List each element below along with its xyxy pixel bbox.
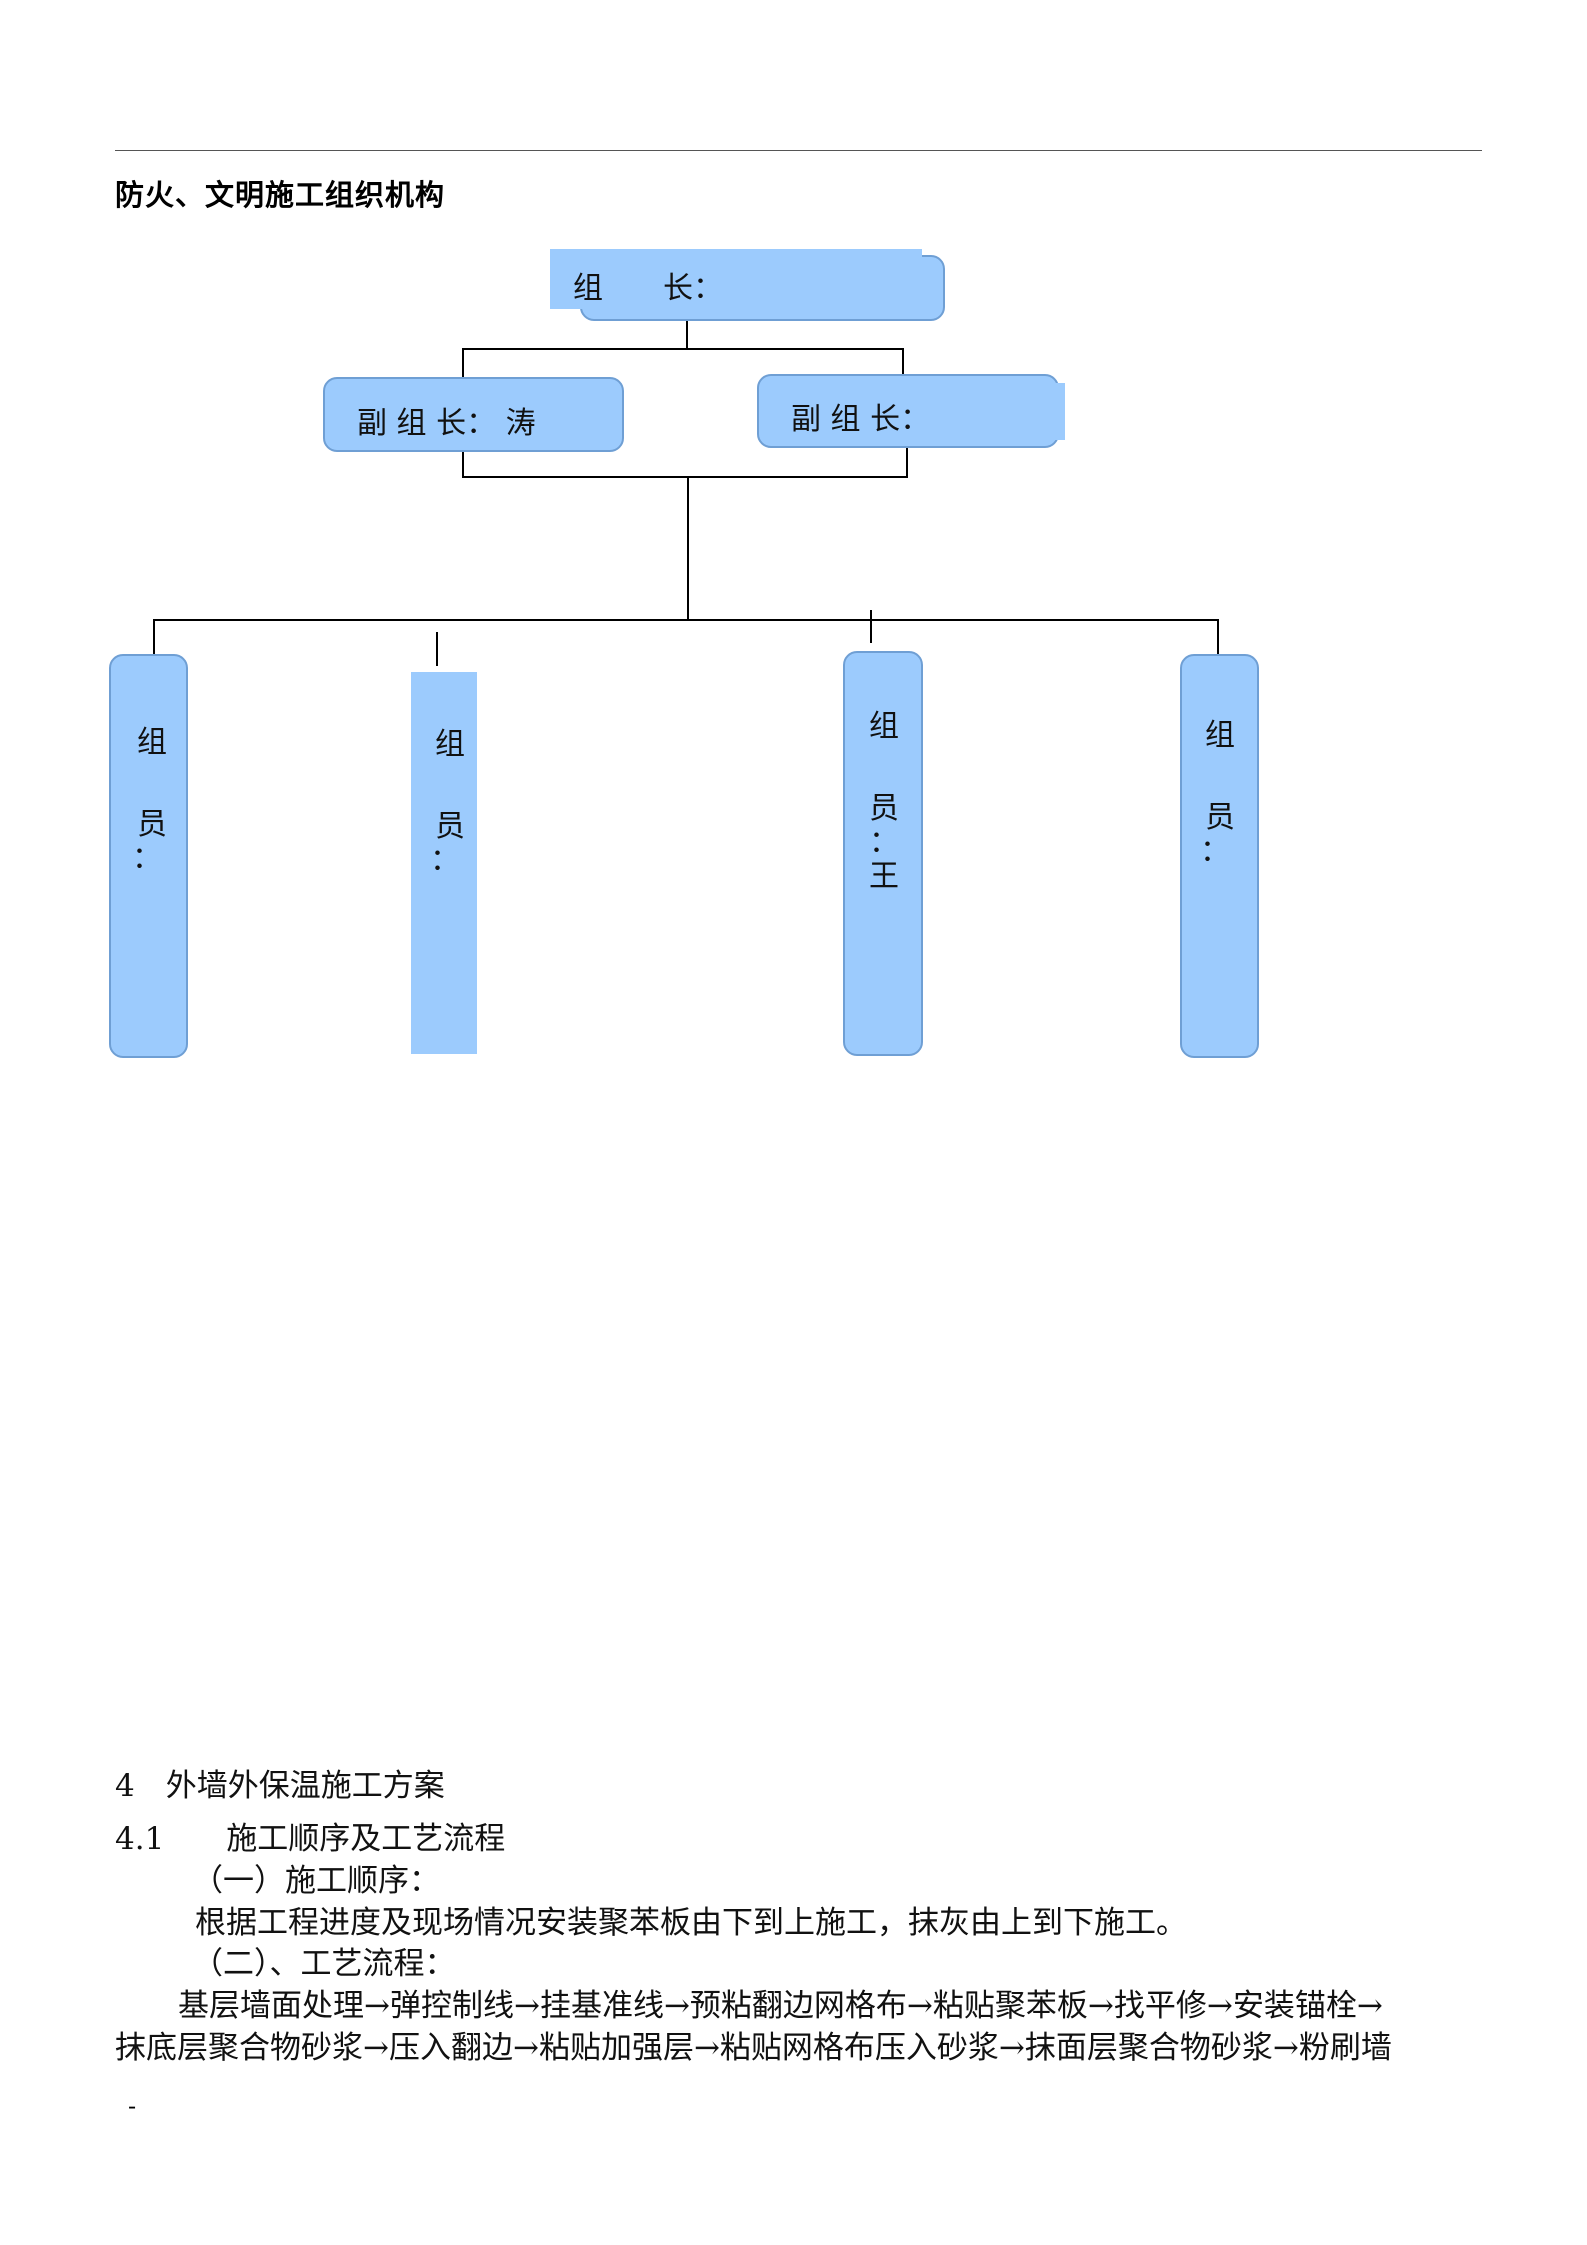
member-box-2 bbox=[411, 672, 477, 1054]
member-label-3: 组 员 ： 王 bbox=[869, 709, 899, 894]
deputy-right-label: 副 组 长： bbox=[791, 402, 931, 437]
header-rule bbox=[115, 150, 1482, 151]
connector-deputy-right-top bbox=[902, 348, 904, 374]
connector-member-bar bbox=[153, 619, 1219, 621]
connector-member-3 bbox=[870, 610, 872, 643]
flow-title: （二）、工艺流程： bbox=[192, 1946, 456, 1982]
deputy-right-box-tab bbox=[1010, 383, 1065, 440]
order-title: （一）施工顺序： bbox=[192, 1863, 440, 1899]
order-text: 根据工程进度及现场情况安装聚苯板由下到上施工，抹灰由上到下施工。 bbox=[195, 1905, 1187, 1941]
deputy-left-box bbox=[323, 377, 624, 452]
leader-label: 组 长： bbox=[573, 271, 723, 306]
connector-deputy-bar-top bbox=[462, 348, 904, 350]
leader-box-tab bbox=[550, 249, 922, 309]
connector-member-1 bbox=[153, 619, 155, 655]
connector-member-2 bbox=[436, 632, 438, 666]
connector-deputy-right-bottom bbox=[906, 448, 908, 477]
connector-leader-stem bbox=[686, 321, 688, 349]
connector-deputy-left-bottom bbox=[462, 452, 464, 477]
deputy-right-box bbox=[757, 374, 1059, 448]
member-box-4 bbox=[1180, 654, 1259, 1058]
member-label-2: 组 员 ： bbox=[430, 727, 465, 878]
member-label-1: 组 员 ： bbox=[132, 725, 167, 876]
page-footer-dash: - bbox=[128, 2092, 137, 2120]
member-box-1 bbox=[109, 654, 188, 1058]
connector-member-4 bbox=[1217, 619, 1219, 655]
connector-main-stem bbox=[687, 476, 689, 619]
section-4-1-title: 4.1 施工顺序及工艺流程 bbox=[115, 1821, 506, 1857]
section-4-title: 4 外墙外保温施工方案 bbox=[115, 1768, 445, 1804]
connector-deputy-bar-bottom bbox=[462, 476, 908, 478]
flow-line-1: 基层墙面处理→弹控制线→挂基准线→预粘翻边网格布→粘贴聚苯板→找平修→安装锚栓→ bbox=[178, 1988, 1383, 2024]
section-heading: 防火、文明施工组织机构 bbox=[115, 178, 446, 212]
deputy-left-label: 副 组 长： 涛 bbox=[357, 406, 536, 441]
flow-line-2: 抹底层聚合物砂浆→压入翻边→粘贴加强层→粘贴网格布压入砂浆→抹面层聚合物砂浆→粉… bbox=[115, 2030, 1392, 2066]
connector-deputy-left-top bbox=[462, 348, 464, 378]
member-box-3 bbox=[843, 651, 923, 1056]
member-label-4: 组 员 ： bbox=[1200, 718, 1235, 869]
